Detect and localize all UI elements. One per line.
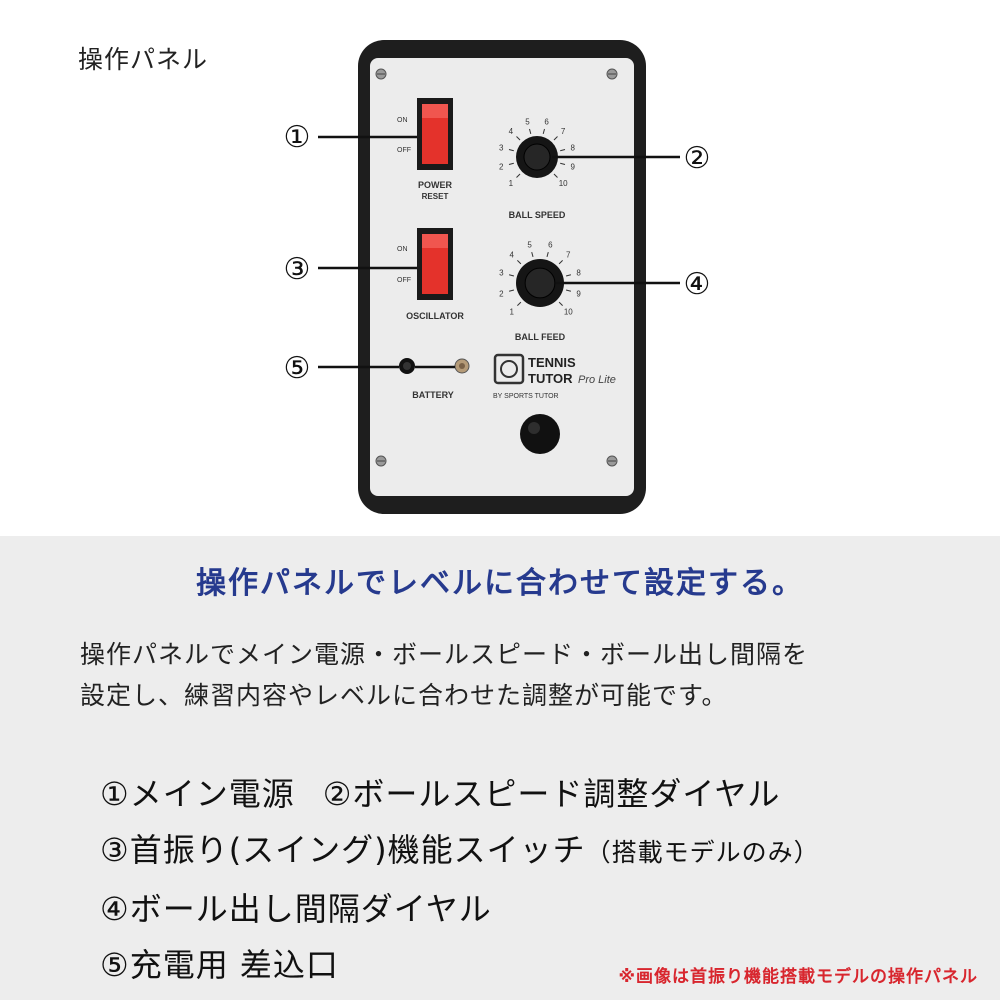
ball-speed-label: BALL SPEED xyxy=(509,210,566,220)
power-on-label: ON xyxy=(397,117,408,124)
dial-tick-label: 2 xyxy=(499,163,504,172)
dial-tick-label: 8 xyxy=(571,143,576,152)
oscillator-label: OSCILLATOR xyxy=(406,311,464,321)
charging-port[interactable] xyxy=(399,358,415,374)
screw-icon xyxy=(375,68,618,467)
image-note: ※画像は首振り機能搭載モデルの操作パネル xyxy=(618,967,978,987)
power-label: POWER xyxy=(418,180,453,190)
svg-text:BY SPORTS TUTOR: BY SPORTS TUTOR xyxy=(493,393,559,400)
oscillator-off-label: OFF xyxy=(397,277,411,284)
dial-tick xyxy=(565,289,572,292)
description-line-1: 操作パネルでメイン電源・ボールスピード・ボール出し間隔を xyxy=(80,640,809,669)
power-switch[interactable] xyxy=(417,98,453,170)
dial-tick-label: 7 xyxy=(566,251,571,260)
brand-logo: TENNIS TUTOR Pro Lite BY SPORTS TUTOR xyxy=(493,353,616,400)
dial-tick-label: 5 xyxy=(525,117,530,126)
power-off-label: OFF xyxy=(397,147,411,154)
dial-tick xyxy=(508,274,515,277)
dial-tick xyxy=(558,301,563,306)
round-button[interactable] xyxy=(520,414,560,454)
panel-image-area: 操作パネル ON OFF POWER RESET ON OFF OSCI xyxy=(78,40,711,514)
dial-tick xyxy=(565,274,572,277)
dial-tick xyxy=(560,149,566,152)
oscillator-on-label: ON xyxy=(397,246,408,253)
feature-item-3: ③首振り(スイング)機能スイッチ xyxy=(100,831,586,869)
dial-tick-label: 6 xyxy=(544,117,549,126)
headline: 操作パネルでレベルに合わせて設定する。 xyxy=(196,566,804,601)
dial-knob-cap xyxy=(524,267,556,299)
dial-knob-cap xyxy=(523,143,551,171)
feature-list: ①メイン電源 ②ボールスピード調整ダイヤル ③首振り(スイング)機能スイッチ（搭載… xyxy=(100,766,820,993)
feature-item-2: ②ボールスピード調整ダイヤル xyxy=(322,775,781,813)
dial-tick-label: 4 xyxy=(509,251,514,260)
dial-tick xyxy=(553,173,558,178)
dial-tick xyxy=(517,260,522,265)
svg-text:Pro Lite: Pro Lite xyxy=(578,374,616,386)
dial-tick-label: 2 xyxy=(499,289,504,298)
round-button-highlight xyxy=(528,422,540,434)
dial-tick xyxy=(560,162,566,165)
dial-tick-label: 1 xyxy=(509,307,514,316)
callout-5: ⑤ xyxy=(284,352,311,385)
ball-feed-label: BALL FEED xyxy=(515,332,566,342)
svg-text:TUTOR: TUTOR xyxy=(528,371,573,386)
dial-tick-label: 1 xyxy=(509,179,514,188)
dial-tick-label: 9 xyxy=(576,289,581,298)
control-panel-illustration: ON OFF POWER RESET ON OFF OSCILLATOR 123… xyxy=(284,40,711,514)
dial-tick-label: 4 xyxy=(509,127,514,136)
dial-tick xyxy=(546,251,549,258)
dial-tick-label: 8 xyxy=(576,269,581,278)
battery-label: BATTERY xyxy=(412,390,454,400)
feature-item-3-note: （搭載モデルのみ） xyxy=(585,838,820,867)
dial-tick-label: 10 xyxy=(559,179,568,188)
dial-tick xyxy=(517,301,522,306)
dial-tick xyxy=(558,260,563,265)
reset-label: RESET xyxy=(422,192,449,201)
dial-tick-label: 10 xyxy=(564,307,573,316)
dial-tick xyxy=(542,128,545,134)
feature-item-1: ①メイン電源 xyxy=(100,775,295,813)
description-area xyxy=(0,536,1000,1000)
dial-tick xyxy=(508,162,514,165)
dial-tick-label: 7 xyxy=(561,127,566,136)
callout-2: ② xyxy=(684,142,711,175)
dial-tick-label: 3 xyxy=(499,269,504,278)
section-title: 操作パネル xyxy=(78,45,209,74)
description-line-2: 設定し、練習内容やレベルに合わせた調整が可能です。 xyxy=(80,681,728,710)
svg-text:TENNIS: TENNIS xyxy=(528,355,576,370)
oscillator-switch[interactable] xyxy=(417,228,453,300)
dial-tick xyxy=(531,251,534,258)
description: 操作パネルでメイン電源・ボールスピード・ボール出し間隔を 設定し、練習内容やレベ… xyxy=(80,634,940,716)
dial-tick xyxy=(508,289,515,292)
dial-tick-label: 3 xyxy=(499,143,504,152)
dial-tick-label: 6 xyxy=(548,240,553,249)
callout-3: ③ xyxy=(284,253,311,286)
dial-tick-label: 9 xyxy=(571,163,576,172)
dial-tick xyxy=(529,128,532,134)
dial-tick xyxy=(516,173,521,178)
dial-tick-label: 5 xyxy=(527,240,532,249)
feature-item: ①メイン電源 ②ボールスピード調整ダイヤル xyxy=(100,766,820,822)
dial-tick xyxy=(516,136,521,141)
dial-tick xyxy=(508,149,514,152)
feature-item-4: ④ボール出し間隔ダイヤル xyxy=(100,890,492,928)
feature-item: ③首振り(スイング)機能スイッチ（搭載モデルのみ） xyxy=(100,822,820,881)
dial-tick xyxy=(553,136,558,141)
feature-item-5: ⑤充電用 差込口 xyxy=(100,946,339,984)
charging-indicator xyxy=(454,358,470,374)
callout-4: ④ xyxy=(684,268,711,301)
callout-1: ① xyxy=(284,121,311,154)
